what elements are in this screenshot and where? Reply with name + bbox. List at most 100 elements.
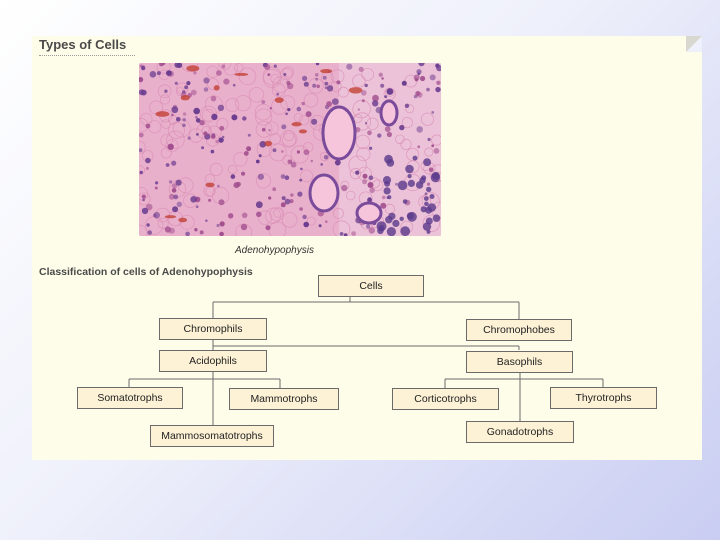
basophilic-cluster bbox=[406, 212, 414, 220]
cell-nucleus bbox=[324, 86, 328, 89]
cell-nucleus bbox=[203, 77, 210, 84]
cell-outline bbox=[355, 134, 371, 150]
cell-outline bbox=[233, 152, 248, 167]
cell-outline bbox=[345, 190, 356, 201]
cell-nucleus bbox=[145, 157, 151, 164]
cell-nucleus bbox=[182, 112, 187, 116]
cell-nucleus bbox=[222, 135, 225, 139]
basophilic-cluster bbox=[397, 180, 408, 191]
basophilic-cluster bbox=[392, 219, 400, 227]
cell-nucleus bbox=[358, 66, 364, 72]
cell-nucleus bbox=[182, 118, 186, 122]
cell-outline bbox=[159, 94, 171, 105]
cell-nucleus bbox=[362, 179, 368, 185]
classification-title: Classification of cells of Adenohypophys… bbox=[39, 266, 253, 278]
cell-nucleus bbox=[171, 113, 174, 117]
cell-nucleus bbox=[386, 131, 392, 138]
cell-outline bbox=[400, 138, 412, 151]
cell-nucleus bbox=[174, 63, 181, 68]
cell-outline bbox=[234, 63, 244, 73]
cell-nucleus bbox=[372, 100, 379, 107]
cell-nucleus bbox=[199, 120, 205, 126]
basophilic-cluster bbox=[415, 181, 424, 189]
cell-nucleus bbox=[418, 63, 425, 67]
cell-outline bbox=[235, 94, 252, 112]
cell-nucleus bbox=[283, 73, 287, 76]
cell-nucleus bbox=[289, 199, 294, 204]
cell-outline bbox=[395, 134, 405, 145]
cell-nucleus bbox=[303, 81, 309, 87]
cell-nucleus bbox=[175, 179, 182, 186]
blood-vessel bbox=[180, 95, 190, 101]
cell-outline bbox=[225, 98, 240, 113]
cell-nucleus bbox=[255, 159, 260, 164]
cell-nucleus bbox=[156, 71, 161, 76]
cell-outline bbox=[282, 66, 295, 78]
cell-nucleus bbox=[171, 188, 177, 193]
cell-nucleus bbox=[322, 75, 327, 80]
cell-outline bbox=[166, 130, 185, 150]
cell-nucleus bbox=[139, 77, 144, 83]
cell-nucleus bbox=[193, 107, 200, 115]
cell-nucleus bbox=[142, 198, 145, 202]
cell-nucleus bbox=[149, 71, 157, 78]
basophilic-cluster bbox=[402, 199, 408, 204]
cell-nucleus bbox=[145, 123, 151, 129]
cell-outline bbox=[165, 139, 179, 153]
node-cells: Cells bbox=[318, 275, 424, 297]
cell-nucleus bbox=[415, 91, 421, 96]
cell-outline bbox=[337, 86, 349, 98]
cell-nucleus bbox=[257, 173, 264, 180]
basophilic-cluster bbox=[405, 164, 414, 174]
blood-vessel bbox=[234, 72, 249, 76]
basophilic-cluster bbox=[423, 196, 429, 202]
cell-outline bbox=[255, 120, 273, 138]
cell-nucleus bbox=[299, 178, 303, 182]
cell-nucleus bbox=[147, 230, 152, 235]
cell-nucleus bbox=[320, 163, 323, 166]
node-mammosomatotrophs: Mammosomatotrophs bbox=[150, 425, 274, 447]
cell-nucleus bbox=[427, 137, 431, 142]
basophilic-cluster bbox=[383, 187, 391, 195]
cell-outline bbox=[265, 207, 282, 224]
cell-nucleus bbox=[341, 184, 348, 192]
follicle bbox=[355, 201, 383, 225]
basophilic-cluster bbox=[399, 216, 404, 221]
cell-nucleus bbox=[168, 193, 175, 200]
cell-nucleus bbox=[218, 137, 224, 143]
cell-nucleus bbox=[241, 212, 248, 219]
follicle bbox=[308, 173, 340, 213]
cell-nucleus bbox=[380, 83, 385, 88]
cell-nucleus bbox=[172, 206, 179, 213]
cell-nucleus bbox=[287, 108, 291, 112]
blood-vessel bbox=[164, 215, 177, 219]
cell-nucleus bbox=[221, 64, 226, 69]
cell-nucleus bbox=[223, 78, 230, 85]
slide-heading: Types of Cells bbox=[39, 37, 127, 52]
blood-vessel bbox=[155, 111, 170, 117]
cell-nucleus bbox=[171, 106, 179, 114]
cell-nucleus bbox=[377, 133, 382, 138]
cell-nucleus bbox=[362, 173, 368, 179]
cell-nucleus bbox=[261, 100, 266, 104]
cell-nucleus bbox=[219, 231, 224, 236]
cell-nucleus bbox=[210, 95, 217, 102]
cell-outline bbox=[319, 151, 330, 162]
basophilic-cluster bbox=[426, 229, 431, 234]
cell-outline bbox=[139, 140, 146, 154]
cell-outline bbox=[271, 83, 286, 97]
basophilic-cluster bbox=[407, 179, 415, 187]
cell-nucleus bbox=[433, 148, 440, 154]
cell-nucleus bbox=[190, 196, 197, 203]
cell-nucleus bbox=[312, 83, 317, 88]
cell-outline bbox=[200, 105, 217, 123]
cell-nucleus bbox=[261, 127, 266, 132]
cell-nucleus bbox=[323, 154, 329, 160]
basophilic-cluster bbox=[387, 195, 392, 200]
cell-outline bbox=[268, 143, 287, 162]
cell-nucleus bbox=[216, 70, 222, 76]
cell-nucleus bbox=[315, 73, 319, 77]
cell-nucleus bbox=[203, 131, 208, 136]
tree-connector-lines bbox=[128, 297, 604, 425]
cell-outline bbox=[349, 167, 362, 180]
